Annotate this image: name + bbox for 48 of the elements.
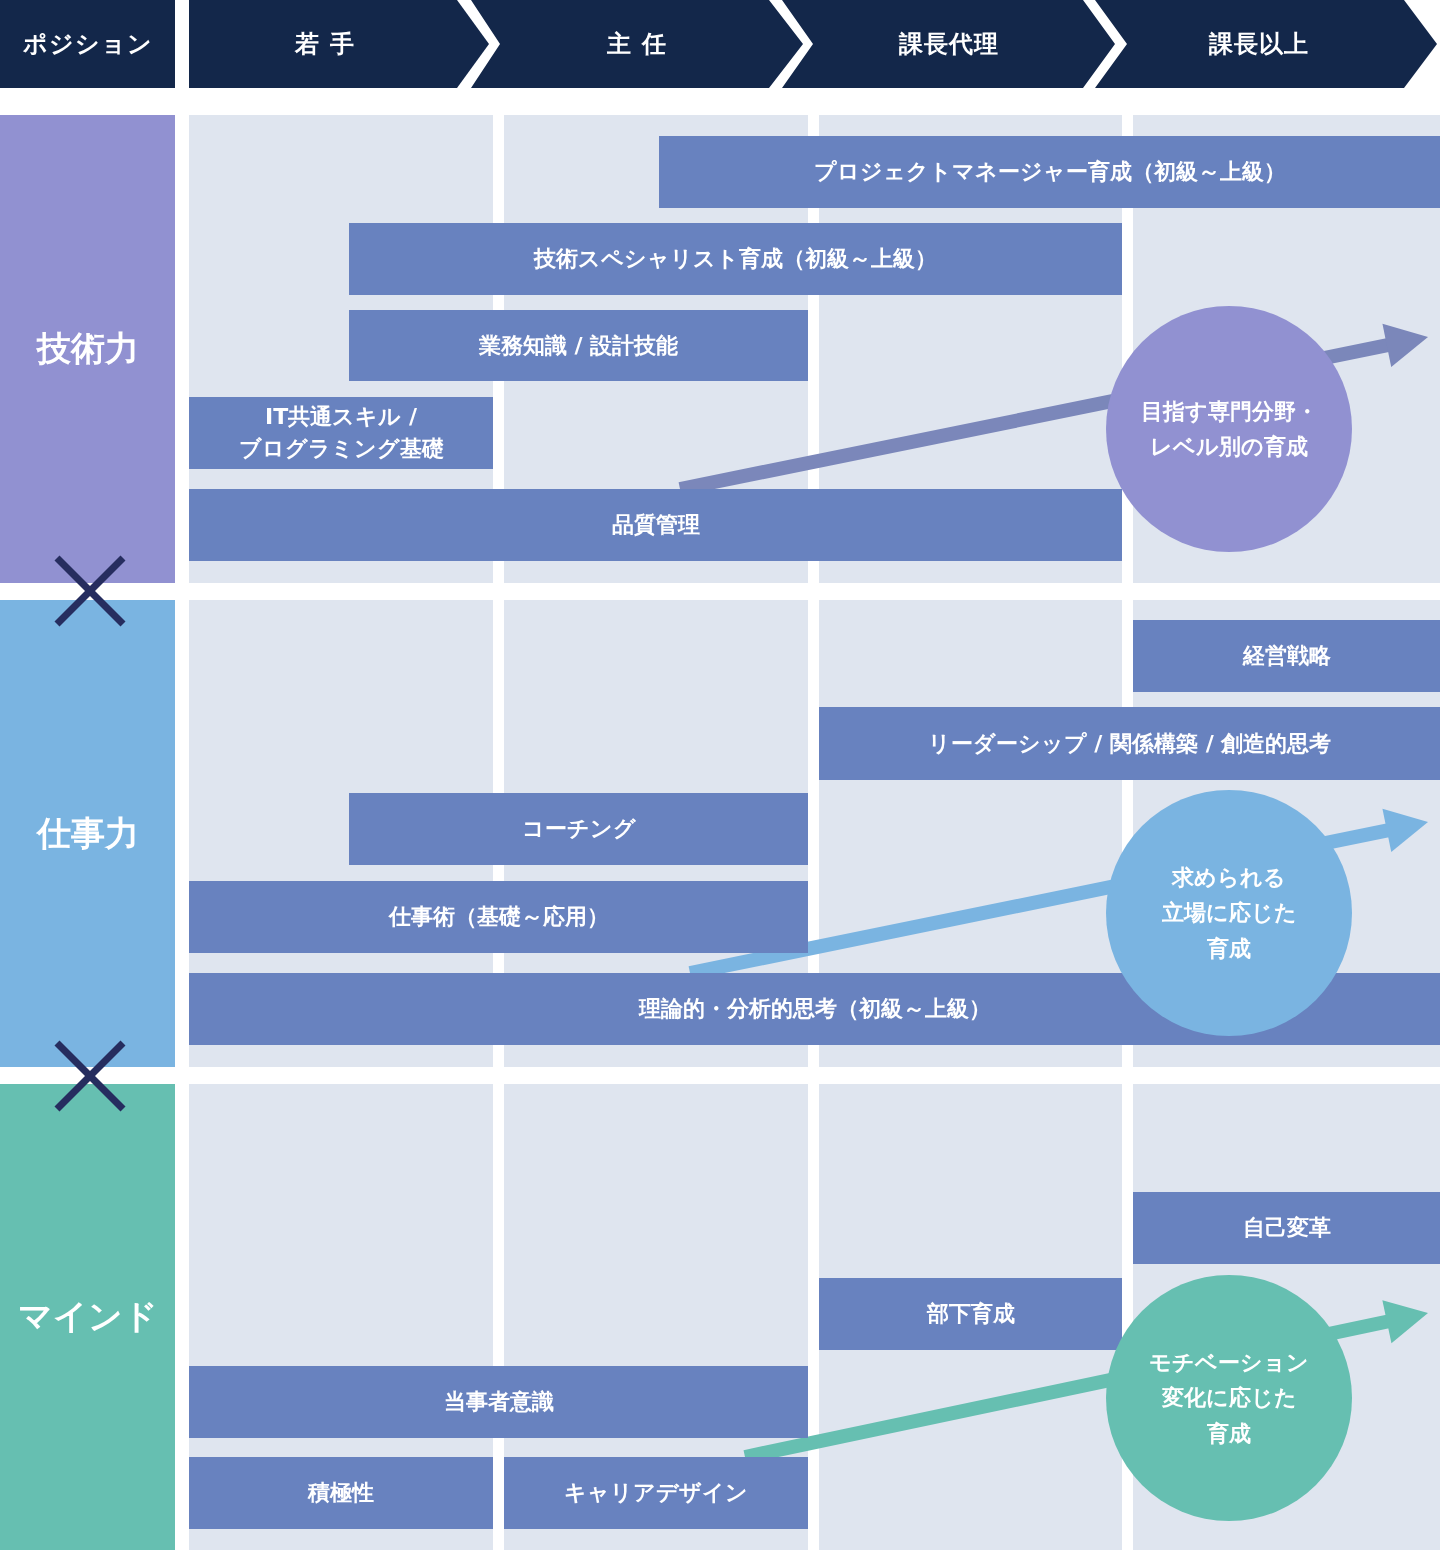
training-bar [189, 1457, 493, 1529]
training-bar [504, 1457, 808, 1529]
training-bar [349, 793, 808, 865]
training-bar [189, 397, 493, 469]
row-label: 技術力 [36, 327, 139, 371]
training-bar [189, 881, 808, 953]
training-bar [349, 223, 1122, 295]
category-band [0, 115, 175, 583]
header-label: 主 任 [607, 28, 667, 60]
training-bar [189, 1366, 808, 1438]
row-label: マインド [17, 1295, 158, 1339]
circle-label: 目指す専門分野・レベル別の育成 [1140, 397, 1318, 461]
category-band [0, 1084, 175, 1550]
header-cell [0, 0, 175, 88]
chevron-header [471, 0, 803, 88]
bar-label: リーダーシップ / 関係構築 / 創造的思考 [927, 729, 1332, 758]
bar-label: 自己変革 [1242, 1214, 1331, 1243]
bar-label: 仕事術（基礎～応用） [388, 903, 609, 932]
bar-label: 技術スペシャリスト育成（初級～上級） [534, 245, 937, 274]
bar-label: プロジェクトマネージャー育成（初級～上級） [813, 158, 1286, 187]
training-bar [189, 489, 1122, 561]
training-bar [1133, 1192, 1440, 1264]
training-bar [349, 310, 808, 381]
category-band [0, 600, 175, 1067]
header-label: 課長以上 [1209, 28, 1309, 60]
header-label: 若 手 [295, 28, 355, 60]
training-bar [659, 136, 1440, 208]
bar-label: 業務知識 / 設計技能 [478, 331, 679, 360]
chevron-header [189, 0, 489, 88]
training-bar [819, 707, 1440, 780]
bar-label: 積極性 [308, 1479, 374, 1508]
circle-label: モチベーション変化に応じた育成 [1149, 1349, 1309, 1448]
circle-label: 求められる立場に応じた育成 [1161, 864, 1297, 963]
bar-label: 品質管理 [611, 511, 700, 540]
bar-label: 経営戦略 [1242, 642, 1331, 671]
bar-label: キャリアデザイン [564, 1479, 748, 1508]
bar-label: IT共通スキル / ブログラミング基礎 [238, 403, 444, 463]
chevron-header [1095, 0, 1437, 88]
training-bar [819, 1278, 1122, 1350]
bar-label: 当事者意識 [443, 1388, 554, 1417]
bar-label: 理論的・分析的思考（初級～上級） [638, 995, 991, 1024]
training-bar [1133, 620, 1440, 692]
header-label: 課長代理 [898, 28, 999, 60]
chevron-header [782, 0, 1115, 88]
row-label: 仕事力 [36, 811, 139, 855]
bar-label: 部下育成 [926, 1300, 1015, 1329]
bar-label: コーチング [521, 815, 636, 844]
header-label: ポジション [22, 28, 153, 60]
